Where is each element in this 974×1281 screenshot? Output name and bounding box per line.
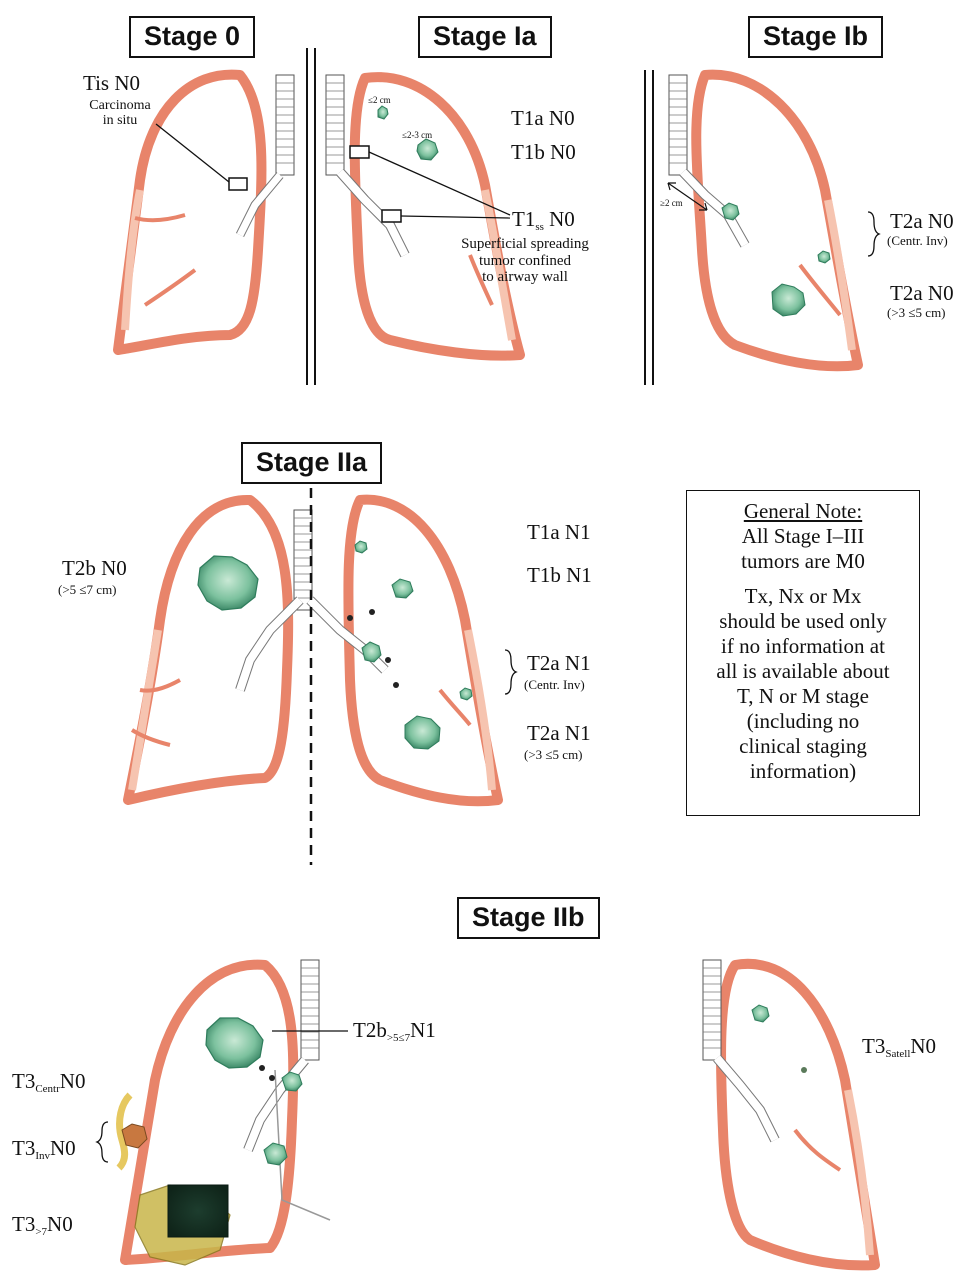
t2a-n0-size-label: T2a N0 bbox=[890, 282, 954, 305]
note-line: if no information at bbox=[687, 634, 919, 659]
t2a-n1-size-label: T2a N1 bbox=[527, 722, 591, 745]
t1a-n1-label: T1a N1 bbox=[527, 521, 591, 544]
stage1a-lung bbox=[326, 75, 520, 356]
stage-1a-title: Stage Ia bbox=[418, 16, 552, 58]
stage2a-lungs bbox=[128, 500, 516, 802]
note-line: All Stage I–III bbox=[687, 524, 919, 549]
size-3-5cm-label: (>3 ≤5 cm) bbox=[887, 306, 946, 320]
general-note-heading: General Note: bbox=[687, 499, 919, 524]
stage2b-left-lung bbox=[97, 960, 348, 1265]
t1a-n0-label: T1a N0 bbox=[511, 107, 575, 130]
note-line: information) bbox=[687, 759, 919, 784]
stage-2a-title: Stage IIa bbox=[241, 442, 382, 484]
t1b-n0-label: T1b N0 bbox=[511, 141, 576, 164]
note-line: (including no bbox=[687, 709, 919, 734]
stage1b-lung bbox=[668, 75, 879, 367]
note-line: Tx, Nx or Mx bbox=[687, 584, 919, 609]
note-line: should be used only bbox=[687, 609, 919, 634]
t2a-n0-central-label: T2a N0 bbox=[890, 210, 954, 233]
tis-n0-label: Tis N0 bbox=[83, 72, 140, 95]
size-le2cm-label: ≤2 cm bbox=[368, 96, 391, 105]
stage2b-right-lung bbox=[703, 960, 875, 1265]
t1b-n1-label: T1b N1 bbox=[527, 564, 592, 587]
centr-inv-label: (Centr. Inv) bbox=[887, 234, 948, 248]
size-3-5cm-2a-label: (>3 ≤5 cm) bbox=[524, 748, 583, 762]
note-line: tumors are M0 bbox=[687, 549, 919, 574]
t3-satell-n0-label: T3SatellN0 bbox=[862, 1035, 936, 1058]
carcinoma-in-situ-label: Carcinoma in situ bbox=[75, 98, 165, 129]
t3-central-n0-label: T3CentrN0 bbox=[12, 1070, 85, 1093]
general-note-box: General Note: All Stage I–III tumors are… bbox=[686, 490, 920, 816]
stage-0-title: Stage 0 bbox=[129, 16, 255, 58]
note-line: clinical staging bbox=[687, 734, 919, 759]
superficial-spreading-desc: Superficial spreading tumor confined to … bbox=[440, 236, 610, 286]
cis-line-1: Carcinoma bbox=[89, 98, 150, 113]
size-2-3cm-label: ≤2-3 cm bbox=[402, 131, 432, 140]
t3-gt7-n0-label: T3>7N0 bbox=[12, 1213, 73, 1236]
note-line: T, N or M stage bbox=[687, 684, 919, 709]
t1ss-n0-label: T1ss N0 bbox=[512, 208, 575, 231]
stage-2b-title: Stage IIb bbox=[457, 897, 600, 939]
t2a-n1-central-label: T2a N1 bbox=[527, 652, 591, 675]
t2b-n0-label: T2b N0 bbox=[62, 557, 127, 580]
cis-line-2: in situ bbox=[103, 113, 138, 128]
stage-1b-title: Stage Ib bbox=[748, 16, 883, 58]
size-5-7cm-label: (>5 ≤7 cm) bbox=[58, 583, 117, 597]
note-line: all is available about bbox=[687, 659, 919, 684]
distance-2cm-label: ≥2 cm bbox=[660, 199, 683, 208]
t2b-n1-label: T2b>5≤7N1 bbox=[353, 1019, 436, 1042]
centr-inv-2a-label: (Centr. Inv) bbox=[524, 678, 585, 692]
t3-inv-n0-label: T3InvN0 bbox=[12, 1137, 76, 1160]
